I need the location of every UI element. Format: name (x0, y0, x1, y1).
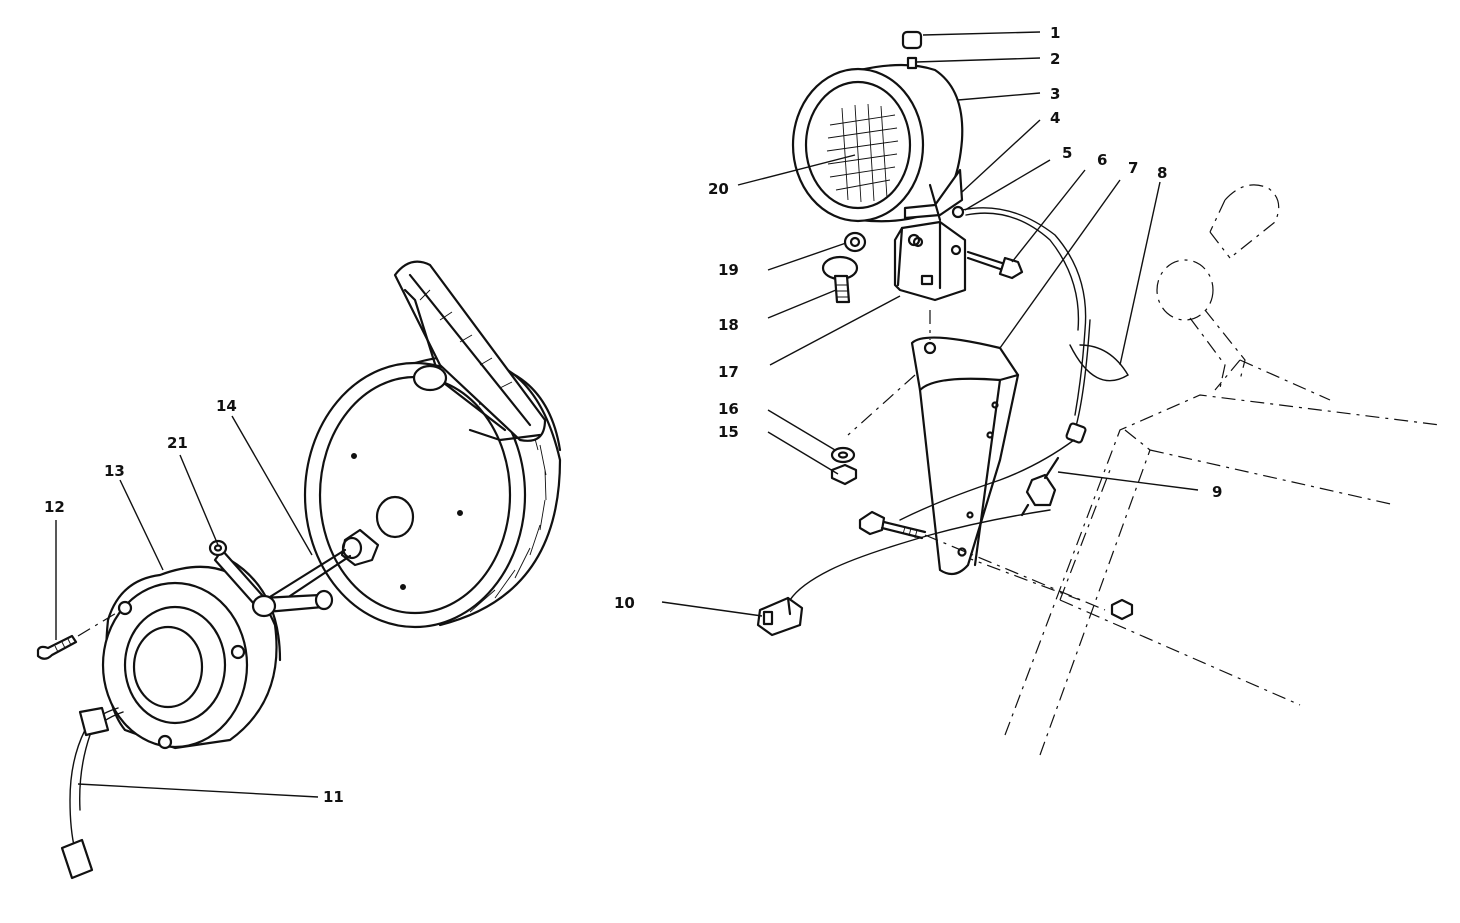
switch (1025, 473, 1057, 507)
lamp-rim (791, 67, 925, 223)
washer-and-nut (830, 446, 858, 486)
callout-15: 15 (718, 423, 739, 441)
callout-17: 17 (718, 363, 739, 381)
nut (843, 231, 867, 253)
callout-2: 2 (1050, 50, 1060, 68)
shaft-coupling (263, 528, 380, 610)
frame-bolt (858, 510, 1134, 621)
callout-5: 5 (1062, 144, 1072, 162)
leader-lines (55, 31, 1199, 798)
callout-6: 6 (1097, 151, 1107, 169)
u-bracket (893, 220, 967, 302)
callout-10: 10 (614, 594, 635, 612)
mounting-plate (847, 310, 1020, 576)
callout-20: 20 (708, 180, 729, 198)
machine-frame-outline (959, 359, 1441, 756)
callout-19: 19 (718, 261, 739, 279)
control-handle-outline (1156, 184, 1280, 389)
callout-8: 8 (1157, 164, 1167, 182)
callout-12: 12 (44, 498, 65, 516)
callout-1: 1 (1050, 24, 1060, 42)
callout-4: 4 (1050, 109, 1060, 127)
callout-11: 11 (323, 788, 344, 806)
lens-grid (826, 103, 899, 203)
headlight-assembly (791, 30, 1024, 304)
callout-9: 9 (1212, 483, 1222, 501)
bolt (966, 250, 1007, 266)
callout-labels: 1 2 3 4 5 6 7 8 9 10 11 12 13 14 15 16 1… (44, 24, 1222, 806)
motor-unit (36, 539, 334, 880)
callout-16: 16 (718, 400, 739, 418)
callout-14: 14 (216, 397, 237, 415)
lamp-bracket (903, 168, 964, 220)
callout-18: 18 (718, 316, 739, 334)
callout-3: 3 (1050, 85, 1060, 103)
lamp-stud (906, 56, 918, 70)
callout-7: 7 (1128, 159, 1138, 177)
wiring-harness (756, 207, 1129, 637)
callout-21: 21 (167, 434, 188, 452)
lamp-cap (901, 30, 923, 50)
callout-13: 13 (104, 462, 125, 480)
steering-handle (393, 260, 547, 442)
